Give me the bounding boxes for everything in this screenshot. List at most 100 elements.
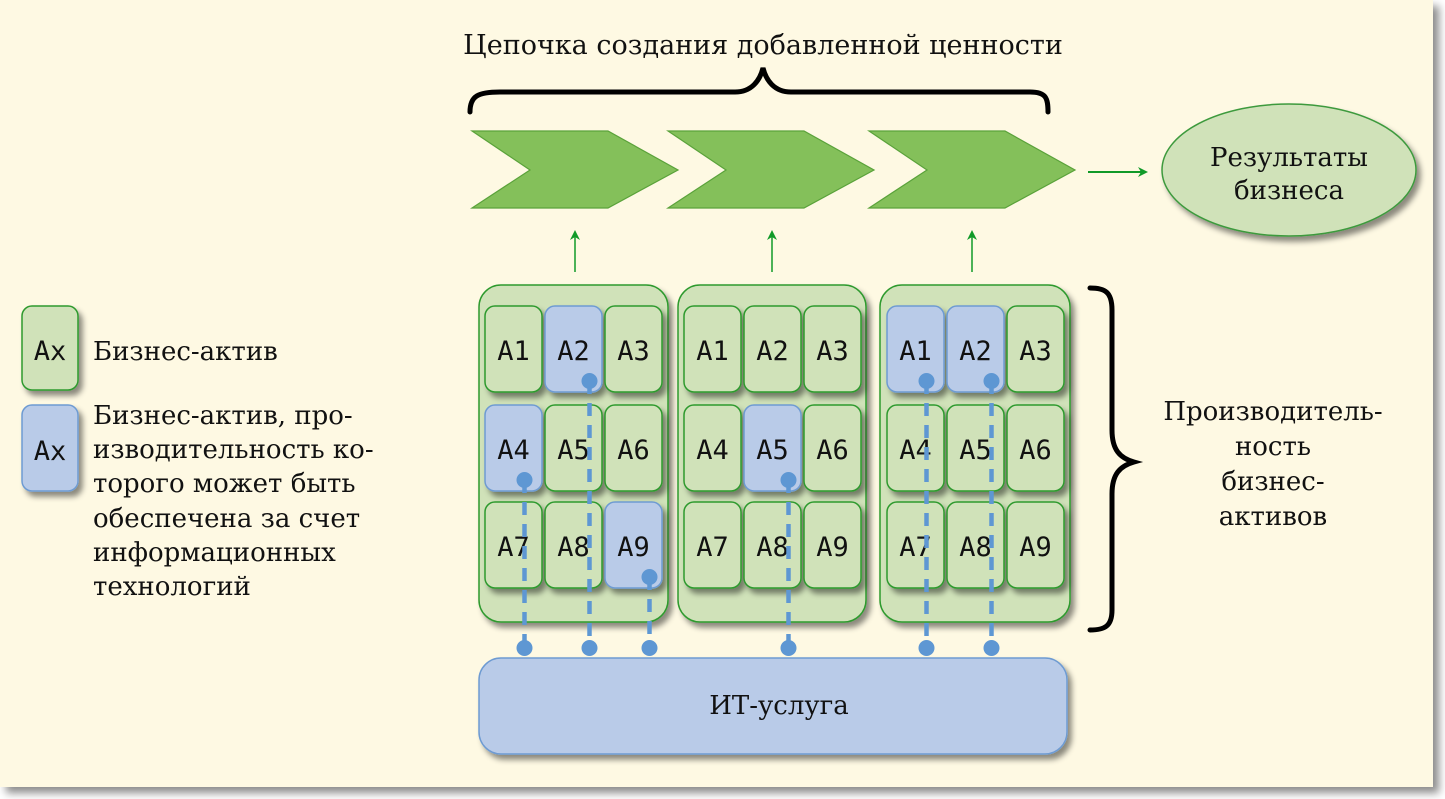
value-chain-stage-chevron [866, 130, 1077, 209]
legend-text-line: Бизнес-актив [93, 337, 278, 367]
legend-swatch-it [21, 404, 79, 492]
asset-cell-label: A1 [497, 336, 530, 367]
it-service-pin-icon [581, 640, 598, 656]
asset-cell-label: A8 [959, 532, 992, 563]
it-supported-asset-cell: A2 [946, 305, 1005, 393]
business-asset-cell: A6 [604, 404, 663, 492]
legend-text-line: информационных [93, 538, 336, 568]
it-service-pin-icon [780, 640, 797, 656]
it-supported-asset-cell: A1 [886, 305, 945, 393]
legend-item-business-asset: Ax Бизнес-актив [21, 305, 278, 391]
business-asset-cell: A6 [803, 404, 862, 492]
it-service-pin-icon [641, 640, 658, 656]
asset-cell-label: A2 [959, 336, 992, 367]
legend-text-line: изводительность ко- [93, 435, 374, 465]
it-supported-asset-cell: A5 [743, 404, 802, 492]
asset-cell-label: A5 [959, 435, 992, 466]
performance-label-line3: бизнес- [1221, 467, 1324, 497]
stage-support-arrows [570, 230, 977, 272]
asset-cell-label: A1 [899, 336, 932, 367]
legend-text-line: обеспечена за счет [93, 504, 360, 534]
business-asset-cell: A1 [484, 305, 543, 393]
business-results-line1: Результаты [1210, 143, 1368, 173]
asset-cell-label: A9 [1019, 532, 1052, 563]
it-service-pin-icon [983, 640, 1000, 656]
it-service-label: ИТ-услуга [709, 691, 849, 721]
business-asset-cell: A4 [886, 404, 945, 492]
business-results: Результаты бизнеса [1161, 103, 1417, 237]
performance-brace [1087, 285, 1144, 633]
asset-cell-label: A2 [756, 336, 789, 367]
performance-label-line2: ность [1235, 432, 1311, 462]
connector-dot-icon [780, 472, 797, 488]
legend-text-line: торого может быть [93, 469, 356, 499]
business-asset-cell: A3 [604, 305, 663, 393]
asset-cell-label: A1 [696, 336, 729, 367]
legend-item-it-asset: Ax Бизнес-актив, про- изводительность ко… [21, 401, 374, 602]
legend-swatch-label: Ax [34, 336, 67, 367]
connector-dot-icon [918, 373, 935, 389]
asset-cell-label: A3 [816, 336, 849, 367]
business-asset-cell: A1 [683, 305, 742, 393]
legend-text-line: технологий [93, 572, 251, 602]
performance-label: Производитель- ность бизнес- активов [1163, 397, 1382, 532]
legend-swatch-business [21, 305, 79, 391]
business-asset-cell: A5 [946, 404, 1005, 492]
connector-dot-icon [516, 472, 533, 488]
value-chain-brace [467, 67, 1051, 115]
value-chain-stages [469, 130, 1077, 209]
it-service-pin-icon [918, 640, 935, 656]
asset-cell-label: A5 [557, 435, 590, 466]
business-asset-cell: A7 [886, 501, 945, 589]
asset-cell-label: A9 [617, 532, 650, 563]
it-connectors [516, 373, 1000, 656]
asset-cell-label: A8 [756, 532, 789, 563]
it-service-pin-icon [516, 640, 533, 656]
diagram-canvas: Цепочка создания добавленной ценности Ре… [0, 0, 1433, 787]
value-chain-stage-chevron [665, 130, 876, 209]
asset-cell-label: A3 [1019, 336, 1052, 367]
asset-cell-label: A4 [497, 435, 530, 466]
asset-cell-label: A9 [816, 532, 849, 563]
it-supported-asset-cell: A4 [484, 404, 543, 492]
business-asset-cell: A9 [803, 501, 862, 589]
asset-cell-label: A6 [816, 435, 849, 466]
business-asset-cell: A7 [484, 501, 543, 589]
asset-cell-label: A3 [617, 336, 650, 367]
business-asset-cell: A4 [683, 404, 742, 492]
it-service: ИТ-услуга [478, 657, 1068, 755]
it-supported-asset-cell: A2 [544, 305, 603, 393]
business-asset-cell: A5 [544, 404, 603, 492]
asset-cell-label: A4 [696, 435, 729, 466]
performance-label-line4: активов [1219, 502, 1327, 532]
connector-dot-icon [581, 373, 598, 389]
business-asset-cell: A3 [1006, 305, 1065, 393]
asset-cell-label: A7 [696, 532, 729, 563]
business-asset-cell: A3 [803, 305, 862, 393]
business-asset-cell: A2 [743, 305, 802, 393]
legend-text-line: Бизнес-актив, про- [93, 401, 353, 431]
business-results-line2: бизнеса [1234, 176, 1344, 206]
connector-dot-icon [983, 373, 1000, 389]
business-asset-cell: A9 [1006, 501, 1065, 589]
performance-label-line1: Производитель- [1163, 397, 1382, 427]
business-asset-cell: A7 [683, 501, 742, 589]
asset-cell-label: A2 [557, 336, 590, 367]
legend: Ax Бизнес-актив Ax Бизнес-актив, про- из… [21, 305, 374, 602]
legend-swatch-label: Ax [34, 436, 67, 467]
business-asset-cell: A6 [1006, 404, 1065, 492]
business-asset-cell: A8 [743, 501, 802, 589]
value-chain-title: Цепочка создания добавленной ценности [463, 30, 1063, 61]
it-supported-asset-cell: A9 [604, 501, 663, 589]
asset-cell-label: A5 [756, 435, 789, 466]
business-asset-cell: A8 [544, 501, 603, 589]
asset-cell-label: A8 [557, 532, 590, 563]
asset-cell-label: A6 [617, 435, 650, 466]
value-chain-stage-chevron [469, 130, 680, 209]
business-asset-cell: A8 [946, 501, 1005, 589]
